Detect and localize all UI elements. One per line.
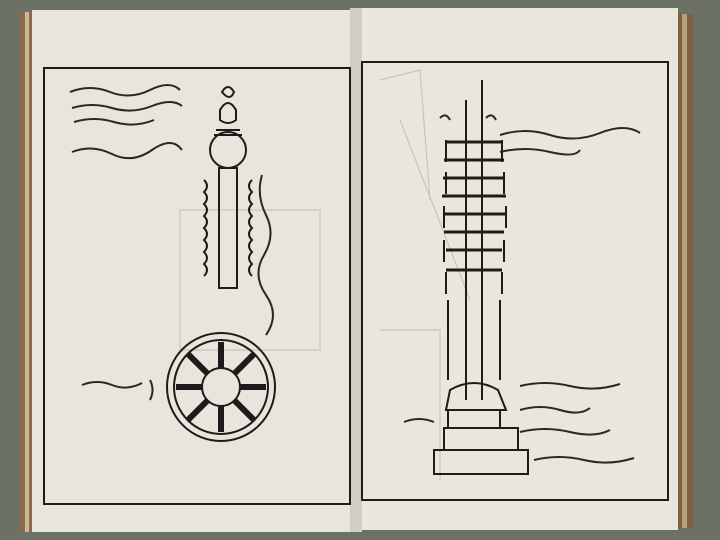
- left-page: [32, 10, 356, 532]
- left-page-calligraphy: [69, 84, 274, 401]
- right-page-calligraphy: [403, 114, 641, 464]
- wheel-drawing: [166, 332, 276, 442]
- right-page: [356, 8, 678, 530]
- left-page-frame: [43, 67, 351, 505]
- finial-drawing: [202, 86, 254, 289]
- right-page-frame: [361, 61, 669, 501]
- gutter-shadow: [350, 8, 362, 532]
